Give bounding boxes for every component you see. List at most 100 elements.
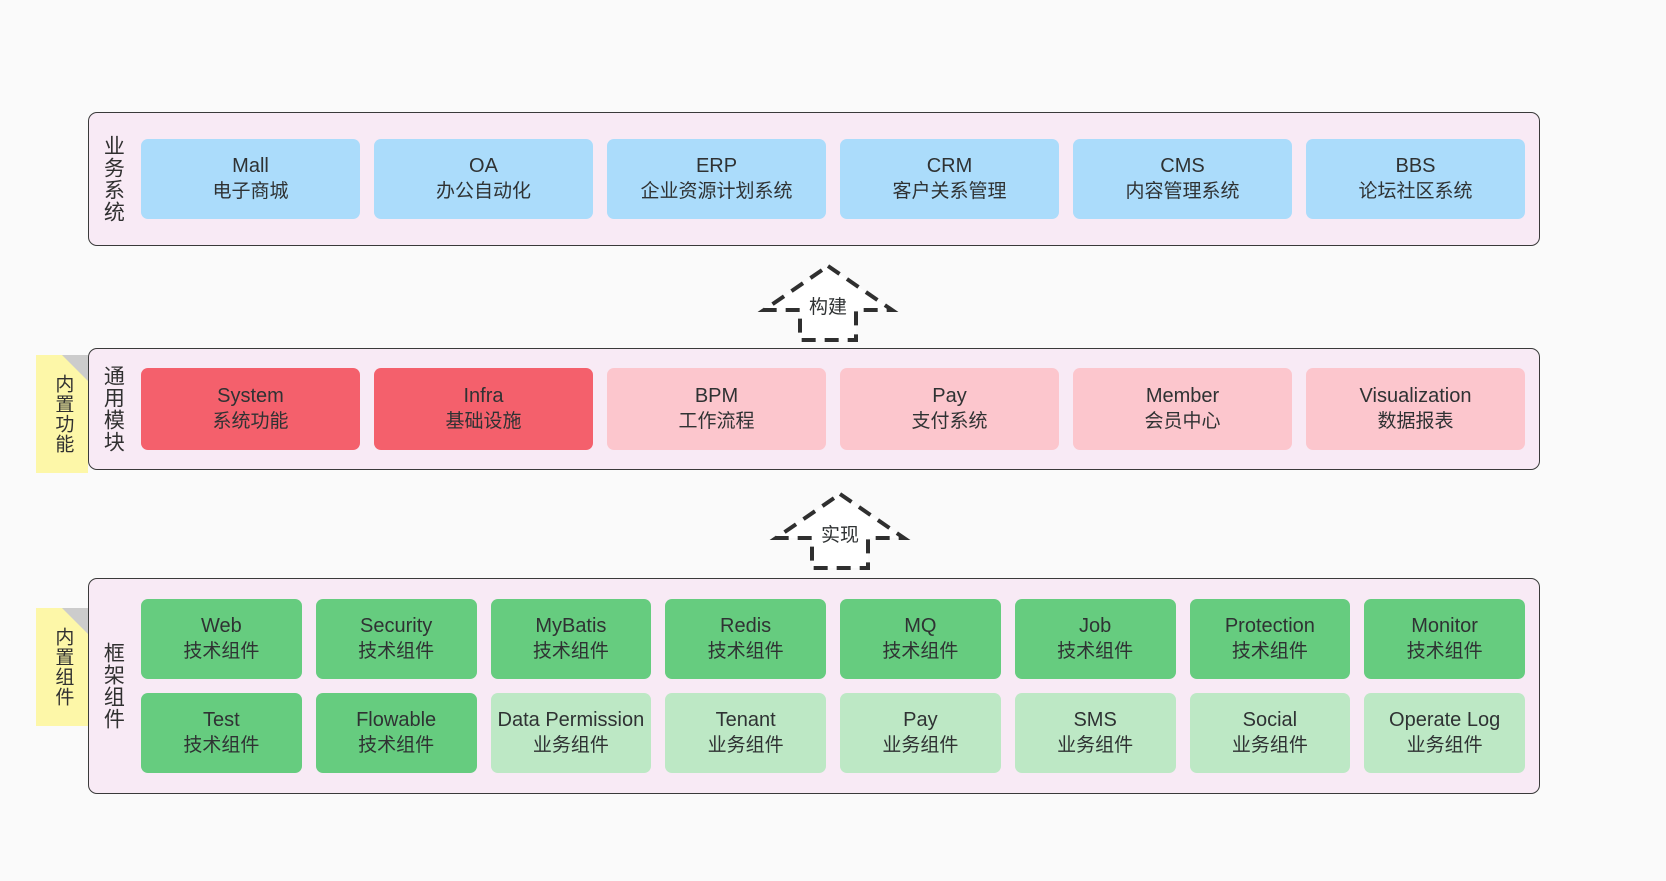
sticky-note-builtin-function-label: 内置功能 <box>52 374 74 454</box>
cell-subtitle-cn: 客户关系管理 <box>892 180 1007 202</box>
cell-subtitle-cn: 业务组件 <box>707 734 784 756</box>
build-arrow-label: 构建 <box>808 297 847 318</box>
implement-arrow-label: 实现 <box>820 525 859 546</box>
build-arrow: 构建 <box>757 262 899 342</box>
cell-title-en: Tenant <box>715 709 776 732</box>
cell-title-en: Job <box>1079 615 1112 638</box>
cell-title-en: SMS <box>1073 709 1117 732</box>
cell-subtitle-cn: 基础设施 <box>445 410 522 432</box>
cell-title-en: Protection <box>1224 615 1315 638</box>
cell-subtitle-cn: 支付系统 <box>911 410 988 432</box>
cell-subtitle-cn: 系统功能 <box>212 410 289 432</box>
cell-subtitle-cn: 技术组件 <box>1231 640 1308 662</box>
cell-title-en: Pay <box>903 709 938 732</box>
cell-title-en: Data Permission <box>497 709 645 732</box>
cell-subtitle-cn: 数据报表 <box>1377 410 1454 432</box>
cell-subtitle-cn: 企业资源计划系统 <box>640 180 793 202</box>
cell-subtitle-cn: 技术组件 <box>358 640 435 662</box>
cell-title-en: CMS <box>1160 155 1205 178</box>
cell-title-en: Visualization <box>1359 385 1472 408</box>
cell-subtitle-cn: 技术组件 <box>1057 640 1134 662</box>
cell-title-en: ERP <box>695 155 738 178</box>
cell-subtitle-cn: 办公自动化 <box>435 180 531 202</box>
sticky-note-builtin-component: 内置组件 <box>36 608 88 726</box>
cell-subtitle-cn: 技术组件 <box>183 640 260 662</box>
cell-subtitle-cn: 业务组件 <box>1057 734 1134 756</box>
cell-title-en: Mall <box>232 155 269 178</box>
cell-subtitle-cn: 技术组件 <box>358 734 435 756</box>
common-module-title: 通用模块 <box>101 365 125 453</box>
framework-component-title: 框架组件 <box>101 642 125 730</box>
cell-title-en: Infra <box>463 385 504 408</box>
cell-subtitle-cn: 技术组件 <box>532 640 609 662</box>
cell-title-en: Security <box>360 615 433 638</box>
cell-title-en: MQ <box>904 615 937 638</box>
cell-title-en: BPM <box>694 385 739 408</box>
cell-subtitle-cn: 会员中心 <box>1144 410 1221 432</box>
cell-title-en: OA <box>469 155 498 178</box>
cell-title-en: Redis <box>720 615 772 638</box>
build-arrow-shape <box>757 263 899 342</box>
cell-subtitle-cn: 电子商城 <box>212 180 289 202</box>
implement-arrow-shape <box>769 491 911 570</box>
cell-title-en: Flowable <box>356 709 437 732</box>
cell-subtitle-cn: 业务组件 <box>532 734 609 756</box>
sticky-note-builtin-function: 内置功能 <box>36 355 88 473</box>
cell-title-en: BBS <box>1395 155 1436 178</box>
cell-subtitle-cn: 论坛社区系统 <box>1358 180 1473 202</box>
cell-subtitle-cn: 业务组件 <box>1406 734 1483 756</box>
sticky-note-builtin-component-label: 内置组件 <box>52 627 74 707</box>
implement-arrow: 实现 <box>769 490 911 570</box>
cell-subtitle-cn: 业务组件 <box>1231 734 1308 756</box>
cell-subtitle-cn: 技术组件 <box>882 640 959 662</box>
sticky-fold-icon <box>62 608 88 634</box>
cell-title-en: Member <box>1145 385 1220 408</box>
business-system-title: 业务系统 <box>101 135 125 223</box>
cell-title-en: Web <box>200 615 242 638</box>
cell-subtitle-cn: 技术组件 <box>1406 640 1483 662</box>
cell-subtitle-cn: 工作流程 <box>678 410 755 432</box>
cell-subtitle-cn: 内容管理系统 <box>1125 180 1240 202</box>
cell-subtitle-cn: 技术组件 <box>183 734 260 756</box>
cell-title-en: System <box>217 385 284 408</box>
cell-subtitle-cn: 技术组件 <box>707 640 784 662</box>
cell-title-en: Pay <box>932 385 967 408</box>
cell-title-en: Operate Log <box>1389 709 1501 732</box>
cell-title-en: Social <box>1242 709 1298 732</box>
